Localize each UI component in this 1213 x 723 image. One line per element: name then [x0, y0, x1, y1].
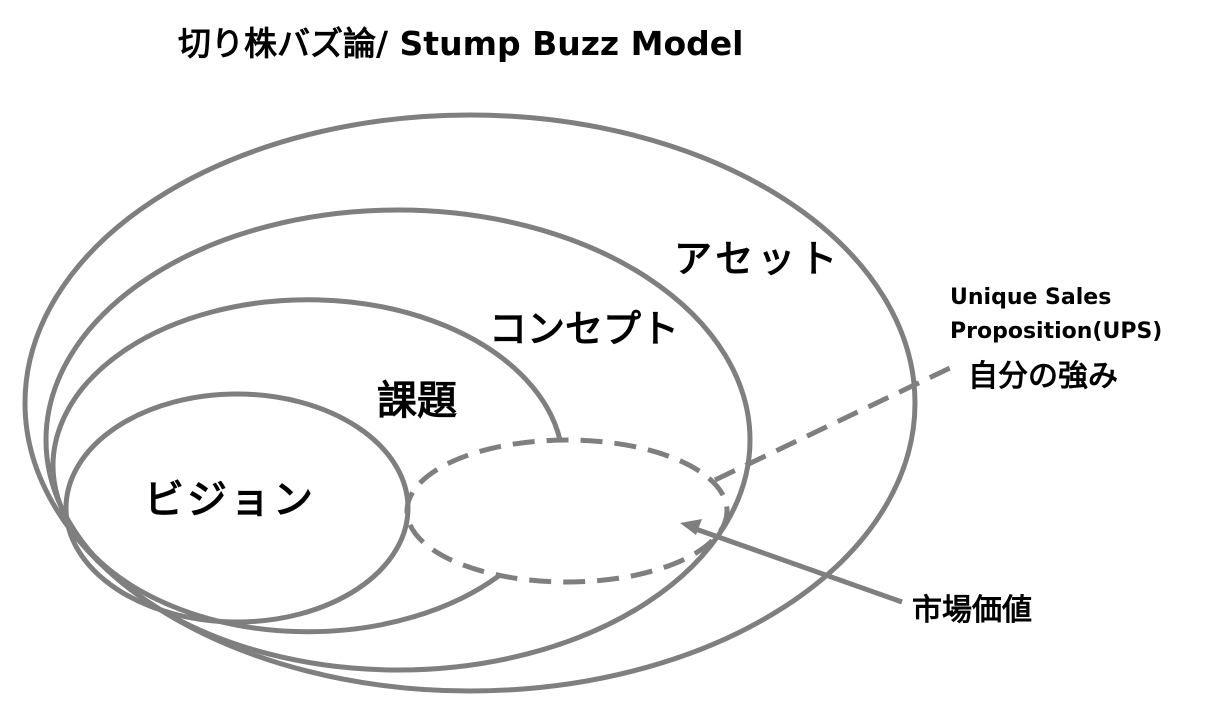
page-title: 切り株バズ論/ Stump Buzz Model: [178, 24, 744, 63]
label-market-value: 市場価値: [912, 593, 1032, 628]
label-concept: コンセプト: [489, 307, 680, 351]
label-usp-line1: Unique Sales: [950, 285, 1112, 310]
label-issue: 課題: [377, 378, 457, 424]
label-asset: アセット: [674, 237, 842, 281]
asset-ellipse: [43, 207, 753, 673]
outer-ellipse: [22, 112, 918, 694]
label-usp-line2: Proposition(UPS): [950, 319, 1163, 344]
market-value-dashed-ellipse: [404, 437, 730, 585]
concept-arc: [50, 297, 563, 635]
label-vision: ビジョン: [144, 477, 316, 523]
usp-dashed-leader: [713, 364, 954, 483]
market-value-arrow-line: [689, 524, 903, 605]
arrow-head-icon: [680, 519, 702, 535]
label-strength: 自分の強み: [968, 359, 1118, 394]
